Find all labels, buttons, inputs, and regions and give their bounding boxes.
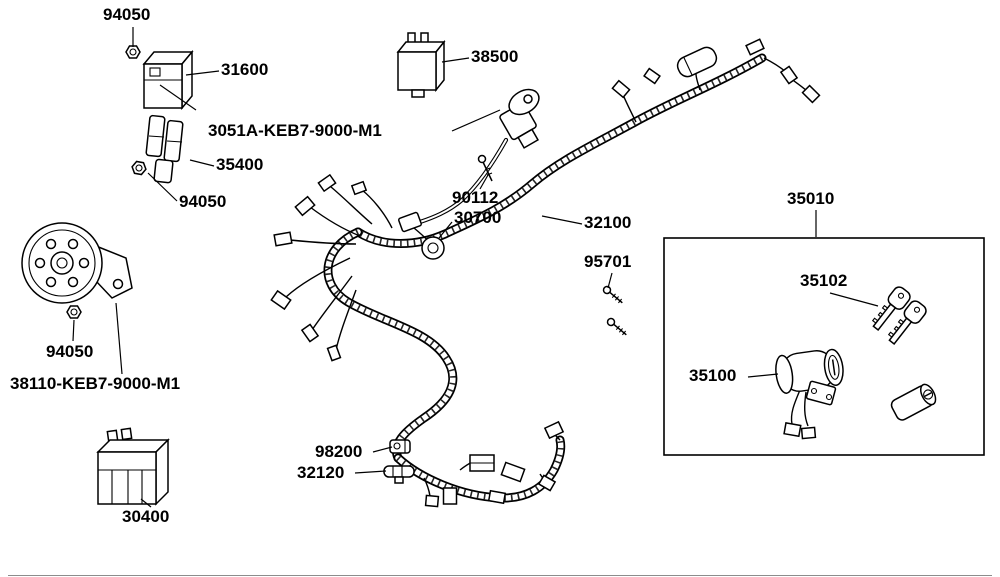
label-30400: 30400 [122, 507, 170, 526]
label-35102: 35102 [800, 271, 848, 290]
clip-98200 [389, 439, 411, 454]
fuse-box-35400 [145, 114, 184, 184]
relay-31600 [142, 49, 197, 111]
label-95701: 95701 [584, 252, 632, 271]
label-35400: 35400 [216, 155, 264, 174]
ignition-switch-35100 [775, 348, 844, 440]
label-3051a-keb7-9000-m1: 3051A-KEB7-9000-M1 [208, 121, 382, 140]
flasher-relay-38500 [396, 32, 446, 98]
keys-35102 [867, 283, 930, 349]
wire-harness-32100 [270, 38, 821, 508]
nut-94050-horn [66, 305, 82, 319]
label-94050-b: 94050 [179, 192, 227, 211]
nut-94050-mid [131, 160, 147, 176]
label-38110-keb7-9000-m1: 38110-KEB7-9000-M1 [10, 374, 181, 393]
label-31600: 31600 [221, 60, 269, 79]
leader-lines [72, 27, 879, 508]
label-30700: 30700 [454, 208, 502, 227]
label-32100: 32100 [584, 213, 632, 232]
ignition-switch-3051a [417, 88, 540, 225]
label-94050-c: 94050 [46, 342, 94, 361]
plug-cap-30700 [398, 211, 445, 260]
label-98200: 98200 [315, 442, 363, 461]
screws-95701 [602, 285, 627, 336]
label-32120: 32120 [297, 463, 345, 482]
screw-90112 [477, 154, 493, 182]
key-set-box-35010 [663, 237, 985, 456]
label-38500: 38500 [471, 47, 519, 66]
label-90112: 90112 [452, 188, 499, 207]
nut-94050-top [125, 45, 141, 59]
horn-38110 [21, 222, 133, 304]
lock-barrel [890, 383, 937, 421]
clip-32120 [383, 465, 415, 484]
relay-30400 [96, 427, 170, 506]
label-94050-a: 94050 [103, 5, 151, 24]
label-35010: 35010 [787, 189, 835, 208]
label-35100: 35100 [689, 366, 737, 385]
